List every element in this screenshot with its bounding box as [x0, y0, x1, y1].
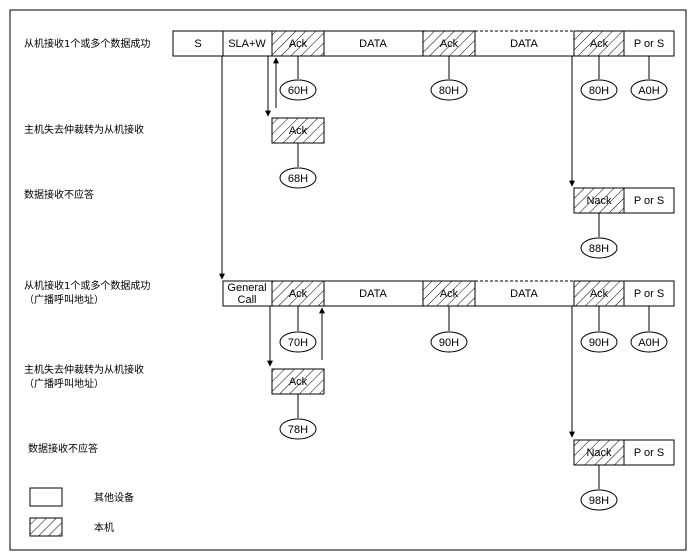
row2-ack-cell	[271, 117, 325, 144]
row1-ack2-text: Ack	[440, 38, 459, 50]
row2-ack-text: Ack	[289, 125, 308, 137]
row4-ack3-cell	[573, 280, 625, 307]
status-98h-text: 98H	[589, 495, 609, 507]
legend-this-device-label: 本机	[94, 521, 114, 534]
row-label-r3: 数据接收不应答	[24, 188, 94, 201]
status-68h-text: 68H	[288, 173, 308, 185]
row4-general-call-line1: General	[227, 282, 266, 294]
row1-ack1-text: Ack	[289, 38, 308, 50]
row1-data2-text: DATA	[510, 38, 538, 50]
status-60h	[279, 79, 317, 101]
row4-ack2-text: Ack	[440, 288, 459, 300]
legend-other-device-label: 其他设备	[94, 491, 134, 504]
row3-stop-cell	[623, 187, 675, 214]
row4-stop-cell	[623, 280, 675, 307]
row1-sla-text: SLA+W	[228, 38, 266, 50]
row-label-r4-line2: （广播呼叫地址）	[24, 293, 104, 306]
outer-frame	[9, 9, 687, 551]
status-80h-a	[430, 79, 468, 101]
status-78h-text: 78H	[288, 424, 308, 436]
status-90h-b-text: 90H	[589, 337, 609, 349]
status-98h	[580, 489, 618, 511]
row4-ack1-cell	[271, 280, 325, 307]
row-label-r4-line1: 从机接收1个或多个数据成功	[24, 279, 150, 292]
status-90h-b	[580, 331, 618, 353]
row1-stop-cell	[623, 30, 675, 57]
legend-this-device-swatch	[29, 517, 63, 537]
status-88h	[580, 237, 618, 259]
row-label-r6: 数据接收不应答	[28, 442, 98, 455]
row4-data1-text: DATA	[359, 288, 387, 300]
row4-ack3-text: Ack	[590, 288, 609, 300]
row1-data1-text: DATA	[359, 38, 387, 50]
status-a0h-a	[630, 79, 668, 101]
row5-ack-cell	[271, 368, 325, 395]
row-label-r5-line1: 主机失去仲裁转为从机接收	[24, 363, 144, 376]
row4-data2-text: DATA	[510, 288, 538, 300]
status-90h-a	[430, 331, 468, 353]
row3-nack-text: Nack	[586, 195, 612, 207]
row6-nack-text: Nack	[586, 447, 612, 459]
status-80h-b	[580, 79, 618, 101]
row4-frame-sequence: General Call Ack DATA Ack DATA Ack P or …	[222, 280, 675, 307]
status-90h-a-text: 90H	[439, 337, 459, 349]
status-60h-text: 60H	[288, 85, 308, 97]
status-a0h-b-text: A0H	[638, 337, 659, 349]
row1-ack3-text: Ack	[590, 38, 609, 50]
row4-general-call-line2: Call	[238, 294, 257, 306]
row3-stop-text: P or S	[634, 195, 664, 207]
row4-stop-text: P or S	[634, 288, 664, 300]
row1-data1-cell	[323, 30, 424, 57]
row1-frame-sequence: S SLA+W Ack DATA Ack DATA Ack P or S	[172, 30, 675, 57]
row6-stop-text: P or S	[634, 447, 664, 459]
row1-stop-text: P or S	[634, 38, 664, 50]
status-a0h-a-text: A0H	[638, 85, 659, 97]
row6-nack-cell	[573, 439, 625, 466]
status-80h-b-text: 80H	[589, 85, 609, 97]
row4-general-call-cell	[222, 280, 273, 307]
legend-other-device-swatch	[29, 487, 63, 507]
status-78h	[279, 418, 317, 440]
row6-stop-cell	[623, 439, 675, 466]
row1-sla-cell	[222, 30, 273, 57]
row1-start-cell	[172, 30, 224, 57]
status-70h	[279, 331, 317, 353]
row-label-r1: 从机接收1个或多个数据成功	[24, 37, 150, 50]
row5-ack-text: Ack	[289, 376, 308, 388]
row4-ack1-text: Ack	[289, 288, 308, 300]
row-label-r2: 主机失去仲裁转为从机接收	[24, 123, 144, 136]
row-label-r5-line2: （广播呼叫地址）	[24, 377, 104, 390]
row1-start-text: S	[194, 38, 201, 50]
row3-nack-cell	[573, 187, 625, 214]
status-70h-text: 70H	[288, 337, 308, 349]
row1-ack3-cell	[573, 30, 625, 57]
status-88h-text: 88H	[589, 243, 609, 255]
status-68h	[279, 167, 317, 189]
status-80h-a-text: 80H	[439, 85, 459, 97]
status-a0h-b	[630, 331, 668, 353]
